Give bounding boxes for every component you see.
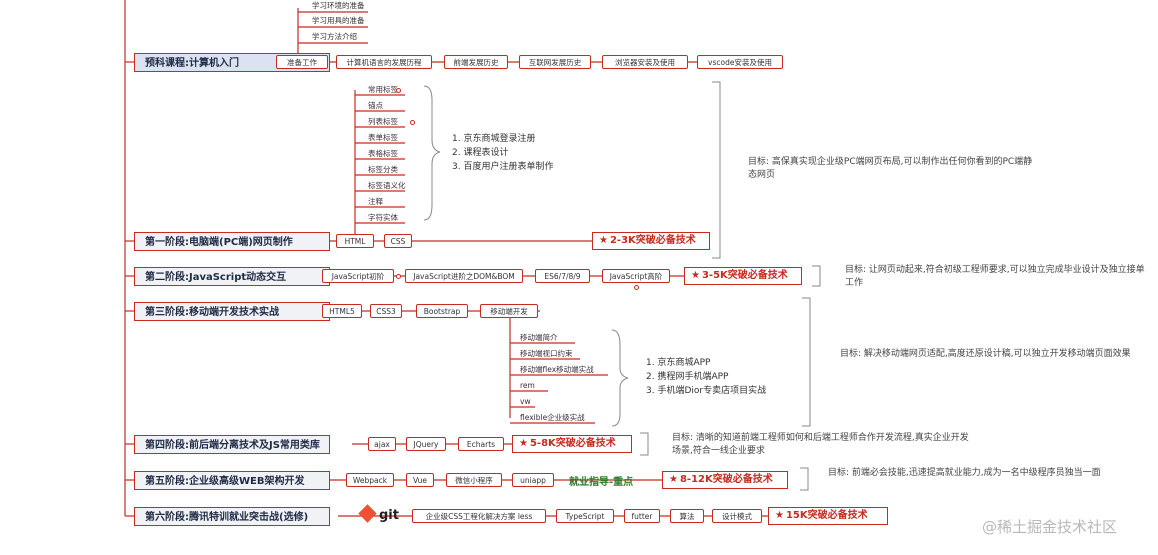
collapse-dot-icon[interactable] bbox=[396, 274, 401, 279]
prep-leaf[interactable]: 学习环境的准备 bbox=[312, 1, 365, 10]
project-item: 2. 课程表设计 bbox=[452, 148, 509, 158]
project-item: 3. 百度用户注册表单制作 bbox=[452, 162, 554, 172]
stage-goal: 目标: 清晰的知道前端工程师如何和后端工程师合作开发流程,真实企业开发场景,符合… bbox=[672, 433, 969, 456]
project-item: 2. 携程网手机端APP bbox=[646, 372, 729, 382]
star-icon: ★ bbox=[669, 474, 678, 485]
career-guidance[interactable]: 就业指导-重点 bbox=[569, 477, 634, 488]
js-node[interactable]: JavaScript高阶 bbox=[602, 269, 670, 283]
collapse-dot-icon[interactable] bbox=[410, 120, 415, 125]
salary-badge[interactable]: ★5-8K突破必备技术 bbox=[512, 435, 632, 453]
prep-node[interactable]: 互联网发展历史 bbox=[519, 55, 591, 69]
html-leaf[interactable]: 标签语义化 bbox=[368, 181, 406, 190]
html-leaf[interactable]: 锚点 bbox=[368, 101, 383, 110]
git-node[interactable]: git bbox=[358, 504, 399, 523]
html-leaf[interactable]: 标签分类 bbox=[368, 165, 398, 174]
advanced-node[interactable]: 企业级CSS工程化解决方案 less bbox=[412, 509, 546, 523]
mobile-node[interactable]: CSS3 bbox=[370, 304, 402, 318]
html-leaf[interactable]: 表单标签 bbox=[368, 133, 398, 142]
star-icon: ★ bbox=[691, 270, 700, 281]
prep-node[interactable]: 浏览器安装及使用 bbox=[602, 55, 688, 69]
salary-badge[interactable]: ★8-12K突破必备技术 bbox=[662, 471, 788, 489]
html-leaf[interactable]: 字符实体 bbox=[368, 213, 398, 222]
prep-leaf[interactable]: 学习方法介绍 bbox=[312, 32, 357, 41]
lib-node[interactable]: ajax bbox=[368, 437, 396, 451]
collapse-dot-icon[interactable] bbox=[634, 285, 639, 290]
mobile-leaf[interactable]: vw bbox=[520, 397, 531, 406]
prep-node[interactable]: 前端发展历史 bbox=[444, 55, 508, 69]
prep-node[interactable]: 准备工作 bbox=[276, 55, 328, 69]
mobile-node[interactable]: 移动端开发 bbox=[480, 304, 538, 318]
lib-node[interactable]: JQuery bbox=[406, 437, 446, 451]
prep-leaf[interactable]: 学习用具的准备 bbox=[312, 16, 365, 25]
mobile-node[interactable]: Bootstrap bbox=[416, 304, 468, 318]
git-logo-icon bbox=[358, 504, 377, 523]
arch-node[interactable]: Webpack bbox=[346, 473, 394, 487]
html-leaf[interactable]: 常用标签 bbox=[368, 85, 398, 94]
advanced-node[interactable]: 设计模式 bbox=[712, 509, 762, 523]
css-node[interactable]: CSS bbox=[384, 234, 412, 248]
star-icon: ★ bbox=[775, 510, 784, 521]
mobile-leaf[interactable]: 移动端flex移动端实战 bbox=[520, 365, 594, 374]
html-node[interactable]: HTML bbox=[336, 234, 374, 248]
watermark: @稀土掘金技术社区 bbox=[982, 518, 1118, 536]
mobile-leaf[interactable]: rem bbox=[520, 381, 535, 390]
stage-3[interactable]: 第三阶段:移动端开发技术实战 bbox=[134, 302, 330, 321]
star-icon: ★ bbox=[599, 235, 608, 246]
advanced-node[interactable]: TypeScript bbox=[556, 509, 614, 523]
stage-2[interactable]: 第二阶段:JavaScript动态交互 bbox=[134, 267, 330, 286]
stage-goal: 目标: 解决移动端网页适配,高度还原设计稿,可以独立开发移动端页面效果 bbox=[840, 349, 1131, 359]
project-item: 3. 手机端Dior专卖店项目实战 bbox=[646, 386, 767, 396]
html-leaf[interactable]: 表格标签 bbox=[368, 149, 398, 158]
mobile-leaf[interactable]: 移动端视口约束 bbox=[520, 349, 573, 358]
stage-6[interactable]: 第六阶段:腾讯特训就业突击战(选修) bbox=[134, 507, 330, 526]
prep-node[interactable]: vscode安装及使用 bbox=[697, 55, 783, 69]
mobile-node[interactable]: HTML5 bbox=[322, 304, 362, 318]
salary-badge[interactable]: ★15K突破必备技术 bbox=[768, 507, 888, 525]
salary-badge[interactable]: ★3-5K突破必备技术 bbox=[684, 267, 802, 285]
js-node[interactable]: JavaScript进阶之DOM&BOM bbox=[405, 269, 523, 283]
stage-5[interactable]: 第五阶段:企业级高级WEB架构开发 bbox=[134, 471, 330, 490]
salary-badge[interactable]: ★2-3K突破必备技术 bbox=[592, 232, 710, 250]
advanced-node[interactable]: 算法 bbox=[670, 509, 704, 523]
stage-goal: 目标: 高保真实现企业级PC端网页布局,可以制作出任何你看到的PC端静态网页 bbox=[748, 157, 1033, 180]
lib-node[interactable]: Echarts bbox=[458, 437, 504, 451]
star-icon: ★ bbox=[519, 438, 528, 449]
project-item: 1. 京东商城登录注册 bbox=[452, 134, 536, 144]
mobile-leaf[interactable]: flexible企业级实战 bbox=[520, 413, 585, 422]
arch-node[interactable]: uniapp bbox=[512, 473, 554, 487]
stage-1[interactable]: 第一阶段:电脑端(PC端)网页制作 bbox=[134, 232, 330, 251]
arch-node[interactable]: 微信小程序 bbox=[446, 473, 502, 487]
mobile-leaf[interactable]: 移动端简介 bbox=[520, 333, 558, 342]
js-node[interactable]: JavaScript初阶 bbox=[322, 269, 394, 283]
stage-goal: 目标: 前端必会技能,迅速提高就业能力,成为一名中级程序员独当一面 bbox=[828, 468, 1101, 478]
stage-goal: 目标: 让网页动起来,符合初级工程师要求,可以独立完成毕业设计及独立接单工作 bbox=[845, 265, 1145, 288]
stage-4[interactable]: 第四阶段:前后端分离技术及JS常用类库 bbox=[134, 435, 330, 454]
collapse-dot-icon[interactable] bbox=[396, 88, 401, 93]
prep-node[interactable]: 计算机语言的发展历程 bbox=[336, 55, 432, 69]
project-item: 1. 京东商城APP bbox=[646, 358, 711, 368]
arch-node[interactable]: Vue bbox=[406, 473, 434, 487]
js-node[interactable]: ES6/7/8/9 bbox=[535, 269, 590, 283]
html-leaf[interactable]: 注释 bbox=[368, 197, 383, 206]
advanced-node[interactable]: futter bbox=[624, 509, 660, 523]
html-leaf[interactable]: 列表标签 bbox=[368, 117, 398, 126]
